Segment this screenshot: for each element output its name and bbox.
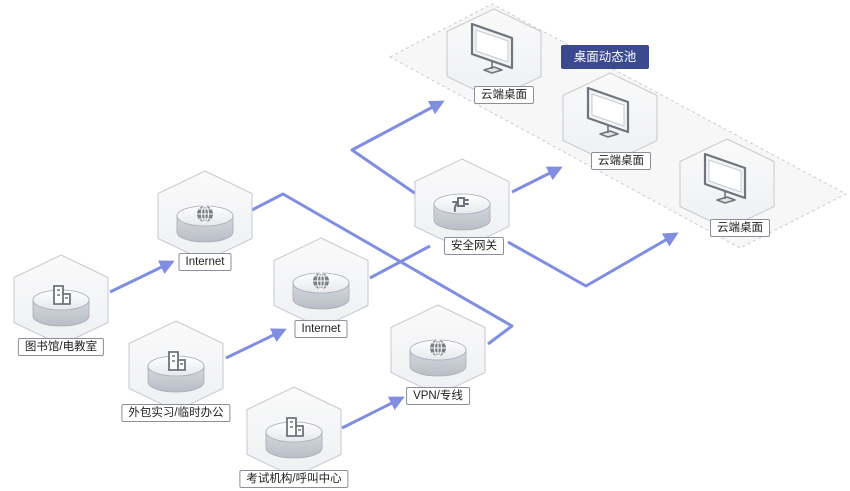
building-icon	[286, 417, 304, 437]
node-vpn	[390, 304, 486, 396]
link-gateway-desktop1	[350, 100, 445, 196]
link-gateway-desktop3	[507, 232, 679, 288]
vpn-label: VPN/专线	[406, 387, 470, 405]
node-library	[13, 254, 109, 346]
plug-icon	[452, 197, 469, 212]
internet2-label: Internet	[294, 320, 348, 338]
node-internet2	[273, 237, 369, 329]
internet1-label: Internet	[178, 253, 232, 271]
globe-icon	[197, 205, 213, 223]
building-icon	[168, 351, 186, 371]
desktop1-label: 云端桌面	[474, 86, 534, 104]
node-exam	[246, 386, 342, 478]
monitor-icon	[470, 22, 514, 74]
globe-icon	[430, 339, 446, 357]
building-icon	[53, 285, 71, 305]
link-library-internet1	[109, 260, 175, 294]
monitor-icon	[586, 86, 630, 138]
node-desktop2	[562, 72, 658, 164]
link-internet1-vpn	[251, 192, 514, 346]
monitor-icon	[703, 152, 747, 204]
desktop-pool-title: 桌面动态池	[561, 45, 649, 69]
exam-label: 考试机构/呼叫中心	[239, 470, 349, 488]
node-desktop1	[446, 8, 542, 100]
link-gateway-desktop2	[511, 166, 563, 194]
globe-icon	[313, 272, 329, 290]
node-desktop3	[679, 138, 775, 230]
link-internet2-gateway	[369, 244, 431, 280]
desktop2-label: 云端桌面	[591, 152, 651, 170]
gateway-label: 安全网关	[444, 237, 504, 255]
desktop3-label: 云端桌面	[710, 219, 770, 237]
link-outsource-internet2	[225, 328, 287, 360]
library-label: 图书馆/电教室	[17, 338, 105, 356]
outsource-label: 外包实习/临时办公	[121, 404, 231, 422]
link-exam-vpn	[341, 396, 405, 430]
node-internet1	[157, 170, 253, 262]
node-outsource	[128, 320, 224, 412]
node-gateway	[414, 158, 510, 250]
